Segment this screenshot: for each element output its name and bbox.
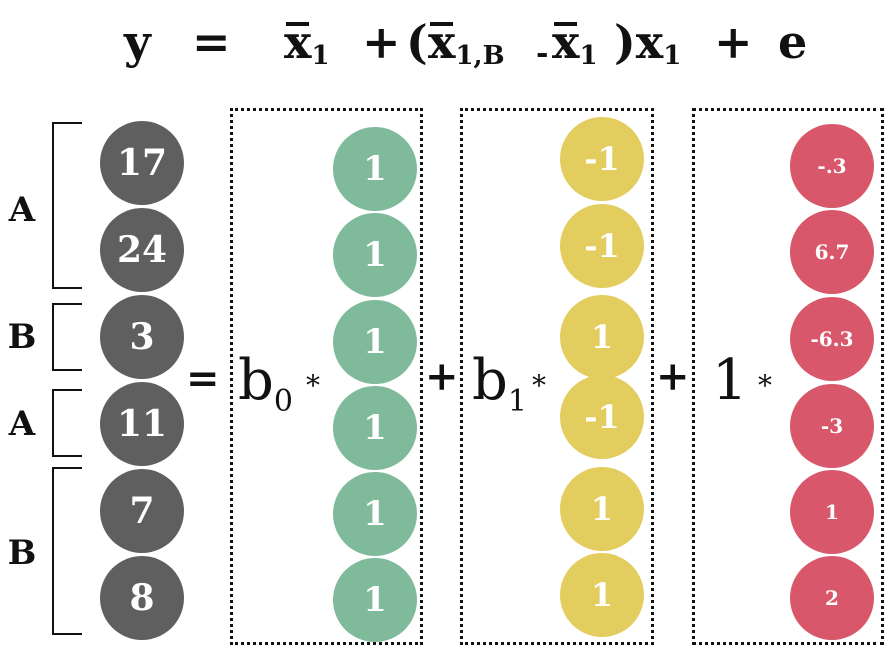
eq-minus: - [536,36,549,71]
y-value-circle: 7 [100,469,184,553]
residual-circle: 1 [790,470,874,554]
intercept-circle: 1 [333,472,417,556]
group-label-b2: B [7,533,37,573]
group-bracket-b1 [52,303,82,371]
contrast-code-circle: -1 [560,375,644,459]
group-label-b1: B [7,317,37,357]
b0-term-box [230,108,423,645]
group-bracket-a1 [52,122,82,289]
eq-xbar-1: x1 [284,12,330,86]
contrast-code-circle: 1 [560,553,644,637]
group-label-a2: A [8,404,36,444]
residual-circle: -6.3 [790,297,874,381]
intercept-circle: 1 [333,213,417,297]
group-bracket-a2 [52,389,82,457]
residual-circle: 2 [790,556,874,640]
y-value-circle: 8 [100,556,184,640]
error-term-box [692,108,884,645]
eq-xbar-1-second: x1 [552,12,598,86]
eq-plus-1: + [362,15,401,69]
y-value-circle: 17 [100,121,184,205]
error-coefficient-one: 1 [712,348,748,413]
eq-open-paren: ( [406,15,428,69]
b0-coefficient: b0 [238,348,293,420]
intercept-circle: 1 [333,127,417,211]
contrast-code-circle: 1 [560,295,644,379]
eq-plus-2: + [714,15,753,69]
contrast-code-circle: 1 [560,467,644,551]
equals-operator: = [186,355,220,402]
eq-close-paren-x: )x1 [614,15,682,71]
eq-xbar-1b: x1,B [428,12,505,86]
eq-equals: = [192,15,231,69]
b1-multiply-operator: * [532,369,546,402]
group-label-a1: A [8,190,36,230]
eq-y: y [124,15,151,69]
eq-error-term: e [778,15,808,69]
y-value-circle: 24 [100,208,184,292]
plus-operator-2: + [656,353,690,400]
intercept-circle: 1 [333,300,417,384]
plus-operator-1: + [425,353,459,400]
y-value-circle: 3 [100,295,184,379]
b0-multiply-operator: * [306,369,320,402]
b1-coefficient: b1 [472,348,527,420]
residual-circle: -3 [790,384,874,468]
group-bracket-b2 [52,467,82,635]
b1-term-box [460,108,654,645]
residual-circle: 6.7 [790,210,874,294]
y-value-circle: 11 [100,382,184,466]
contrast-code-circle: -1 [560,204,644,288]
intercept-circle: 1 [333,558,417,642]
residual-circle: -.3 [790,124,874,208]
error-multiply-operator: * [758,369,772,402]
intercept-circle: 1 [333,386,417,470]
contrast-code-circle: -1 [560,117,644,201]
